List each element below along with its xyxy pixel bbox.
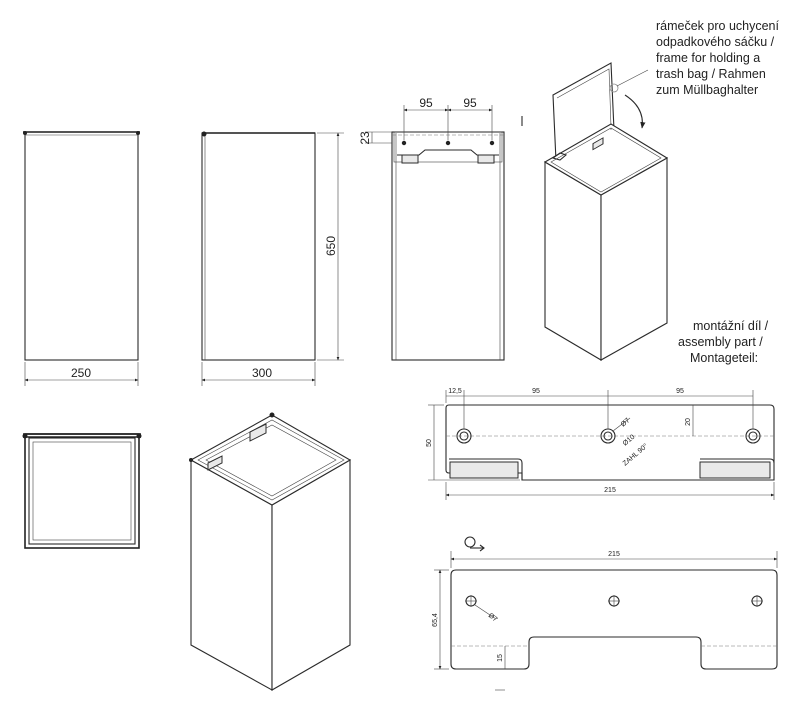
assembly-part-bottom: 215 65,4 Ø7 15 xyxy=(432,551,778,691)
back-spacing-right: 95 xyxy=(463,96,477,110)
part-top-spacing-right: 95 xyxy=(676,388,684,395)
part-top-spacing-left: 95 xyxy=(532,388,540,395)
assembly-callout-line-3: Montageteil: xyxy=(690,351,758,365)
part-top-hole-offset: 20 xyxy=(685,418,692,426)
side-view: 300 650 xyxy=(201,131,344,386)
part-top-width: 215 xyxy=(604,487,616,494)
front-view: 250 xyxy=(23,131,140,386)
top-view xyxy=(22,433,142,549)
back-frame-height: 23 xyxy=(358,131,372,145)
back-spacing-left: 95 xyxy=(419,96,433,110)
frame-callout-line-1: rámeček pro uchycení xyxy=(656,19,780,33)
part-bottom-hole-diameter: Ø7 xyxy=(487,612,499,623)
back-view: 95 95 23 xyxy=(358,96,523,361)
part-top-height: 50 xyxy=(426,439,433,447)
assembly-part-top: 12,5 95 95 20 50 Ø7 Ø10 ZAHL 90° 215 xyxy=(426,388,775,500)
frame-callout-line-4: trash bag / Rahmen xyxy=(656,67,766,81)
part-bottom-width: 215 xyxy=(608,551,620,558)
iso-view-closed xyxy=(189,412,352,691)
side-width-label: 300 xyxy=(252,366,272,380)
part-top-countersink: Ø10 xyxy=(622,434,637,448)
frame-callout-line-3: frame for holding a xyxy=(656,51,760,65)
frame-callout-line-2: odpadkového sáčku / xyxy=(656,35,775,49)
part-top-edge-offset: 12,5 xyxy=(448,388,462,395)
part-bottom-notch-height: 15 xyxy=(497,654,504,662)
iso-view-open xyxy=(543,62,669,361)
assembly-callout-line-1: montážní díl / xyxy=(693,319,769,333)
assembly-callout: montážní díl / assembly part / Montagete… xyxy=(678,319,769,365)
frame-callout: rámeček pro uchycení odpadkového sáčku /… xyxy=(616,19,780,97)
assembly-callout-line-2: assembly part / xyxy=(678,335,763,349)
part-top-hole-diameter: Ø7 xyxy=(620,417,632,428)
part-bottom-height: 65,4 xyxy=(432,613,439,627)
side-height-label: 650 xyxy=(324,236,338,256)
front-width-label: 250 xyxy=(71,366,91,380)
frame-callout-line-5: zum Müllbaghalter xyxy=(656,83,758,97)
projection-symbol xyxy=(464,536,485,552)
